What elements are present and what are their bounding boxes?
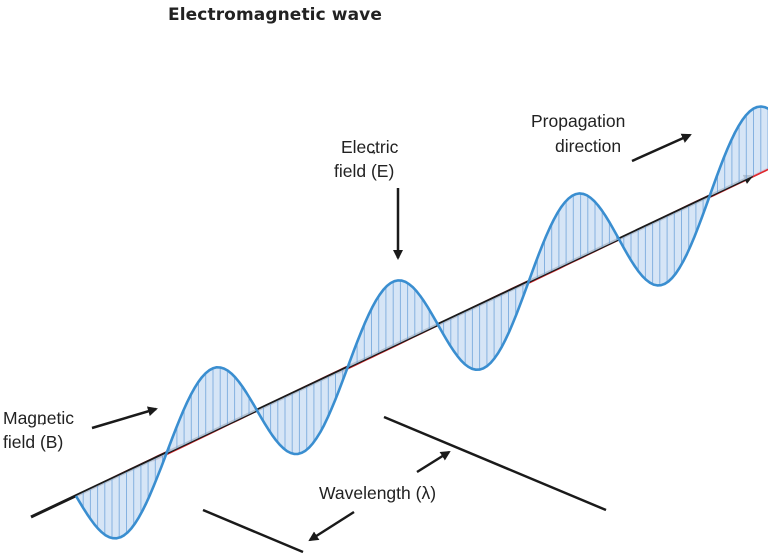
magnetic-field-label-line1: Magnetic (3, 408, 75, 428)
electric-field-lobe (438, 282, 529, 370)
electric-field-lobe (257, 367, 348, 455)
magnetic-field-label-post: ) (57, 432, 64, 452)
electric-field-wave (74, 105, 768, 540)
propagation-direction-arrow (631, 133, 692, 163)
propagation-label-line2: direction (555, 136, 622, 156)
electric-field-lobe (166, 367, 257, 454)
magnetic-vector-symbol: ⃗B (46, 431, 58, 454)
electric-field-label-line2: field (⃗E) (334, 160, 394, 183)
magnetic-symbol: B (45, 432, 58, 452)
electric-field-curve (74, 105, 768, 540)
electric-field-lobe (76, 453, 167, 539)
wavelength-arrow-right (416, 450, 451, 474)
magnetic-field-label-pre: field ( (3, 432, 46, 452)
electric-field-label-post: ) (388, 161, 395, 181)
electric-vector-symbol: ⃗E (377, 160, 389, 183)
electric-field-label-pre: field ( (334, 161, 377, 181)
electric-field-lobe (619, 196, 710, 286)
diagram-title: Electromagnetic wave (168, 5, 382, 25)
electric-field-label-line1: Electric (341, 137, 399, 157)
wavelength-bracket-left (202, 508, 304, 554)
wavelength-label: Wavelength (λ) (319, 483, 437, 503)
magnetic-field-pointer-arrow (91, 406, 158, 430)
wavelength-arrow-left (308, 510, 355, 542)
propagation-label-line1: Propagation (531, 111, 626, 131)
wavelength-bracket-right (383, 415, 607, 512)
magnetic-field-label-line2: field (⃗B) (3, 431, 63, 454)
electric-symbol: E (376, 161, 389, 181)
